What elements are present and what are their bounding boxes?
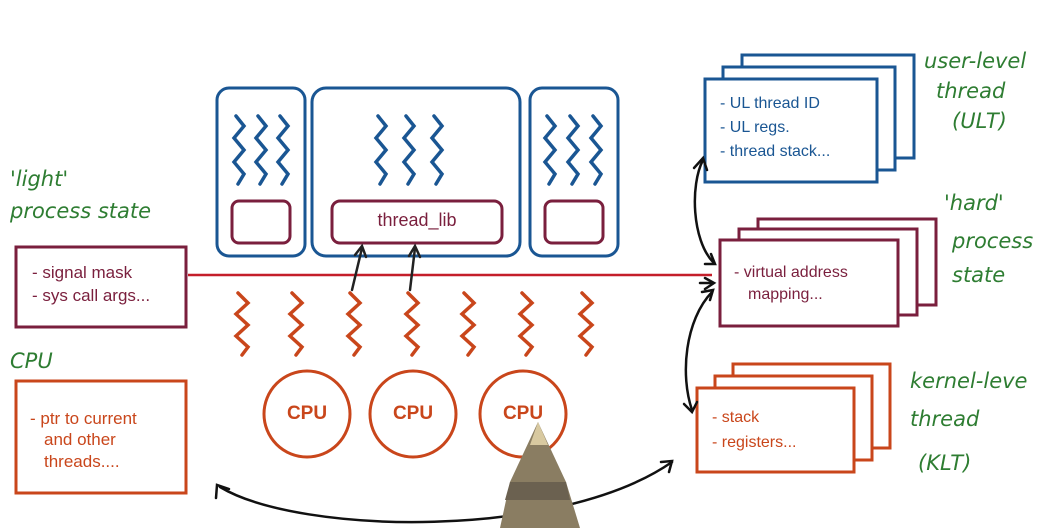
virtual-address-item: - virtual address <box>734 264 848 281</box>
klt-caption-line1: kernel-leve <box>910 369 1028 393</box>
thread-lib-box <box>330 199 504 245</box>
arrow-head <box>214 483 231 500</box>
hard-to-klt-arrow <box>684 290 714 412</box>
hard-process-state-items: - virtual address mapping... <box>734 262 848 305</box>
klt-squiggle <box>403 291 421 357</box>
klt-caption-line2: thread <box>910 407 980 431</box>
ult-squiggle <box>565 114 581 186</box>
threads-item: threads.... <box>44 451 120 471</box>
klt-stack <box>695 362 892 474</box>
ptr-current-item: - ptr to current <box>30 409 137 428</box>
mapping-arrow-head <box>353 243 368 259</box>
arrow-head <box>659 459 674 474</box>
cpu-label: CPU <box>286 403 328 424</box>
ul-regs-item: - UL regs. <box>720 119 790 136</box>
hard-caption-line3: state <box>952 263 1006 287</box>
ult-squiggle <box>542 114 558 186</box>
klt-squiggle <box>459 291 477 357</box>
hard-process-state-stack <box>718 217 938 328</box>
arrow-head <box>703 252 717 266</box>
thread-stack-item: - thread stack... <box>720 143 831 160</box>
mapping-arrow <box>408 246 417 292</box>
ult-squiggle <box>429 114 445 186</box>
pen-tip-icon <box>500 422 580 528</box>
stack-item: - stack <box>712 409 760 426</box>
klt-caption-line3: (KLT) <box>918 451 972 475</box>
klt-squiggle <box>517 291 535 357</box>
signal-mask-item: - signal mask <box>32 263 133 282</box>
klt-squiggle <box>577 291 595 357</box>
ult-squiggle <box>373 114 389 186</box>
ult-caption-line2: thread <box>936 79 1006 103</box>
mapping-item: mapping... <box>748 285 823 303</box>
klt-items: - stack - registers... <box>712 406 796 456</box>
ult-squiggle <box>231 114 247 186</box>
mapping-arrow-head <box>407 243 422 259</box>
arrow-head <box>692 155 709 172</box>
ult-stack <box>703 53 916 184</box>
ult-caption-line1: user-level <box>924 49 1027 73</box>
klt-squiggle <box>287 291 305 357</box>
cpu-label: CPU <box>392 403 434 424</box>
and-other-item: and other <box>44 430 116 450</box>
sys-call-args-item: - sys call args... <box>32 285 151 305</box>
ult-squiggle <box>253 114 269 186</box>
cpu-to-klt-arrow <box>218 460 674 524</box>
light-caption-line2: process state <box>10 199 152 223</box>
arrow-head <box>703 276 717 291</box>
registers-item: - registers... <box>712 433 797 451</box>
light-caption-line1: 'light' <box>10 167 69 191</box>
klt-squiggle <box>345 291 363 357</box>
light-process-state-box <box>14 245 188 329</box>
klt-squiggle <box>233 291 251 357</box>
cpu-label: CPU <box>502 403 544 424</box>
ult-squiggle <box>588 114 604 186</box>
ult-caption-line3: (ULT) <box>952 109 1007 133</box>
thread-lib-label: thread_lib <box>377 210 457 230</box>
hard-caption-line2: process <box>952 229 1034 253</box>
cpu-circle <box>262 369 352 459</box>
ult-items: - UL thread ID - UL regs. - thread stack… <box>720 92 830 164</box>
ult-squiggle <box>401 114 417 186</box>
cpu-caption: CPU <box>10 349 53 373</box>
ul-thread-id-item: - UL thread ID <box>720 95 820 112</box>
cpu-struct-items: - ptr to current and other threads.... <box>30 408 137 472</box>
arrow-head <box>700 288 715 302</box>
ult-squiggle <box>275 114 291 186</box>
light-process-state-items: - signal mask - sys call args... <box>32 262 150 308</box>
process-box-center <box>310 86 522 258</box>
cpu-struct-box <box>14 379 188 495</box>
hard-caption-line1: 'hard' <box>944 191 1004 215</box>
process-box-left <box>215 86 307 258</box>
thread-lib-box-right <box>543 199 605 245</box>
mapping-arrow <box>350 246 364 292</box>
process-box-right <box>528 86 620 258</box>
ult-to-hard-arrow <box>693 158 715 264</box>
thread-lib-box-left <box>230 199 292 245</box>
cpu-circle <box>368 369 458 459</box>
arrow-head <box>682 400 699 415</box>
